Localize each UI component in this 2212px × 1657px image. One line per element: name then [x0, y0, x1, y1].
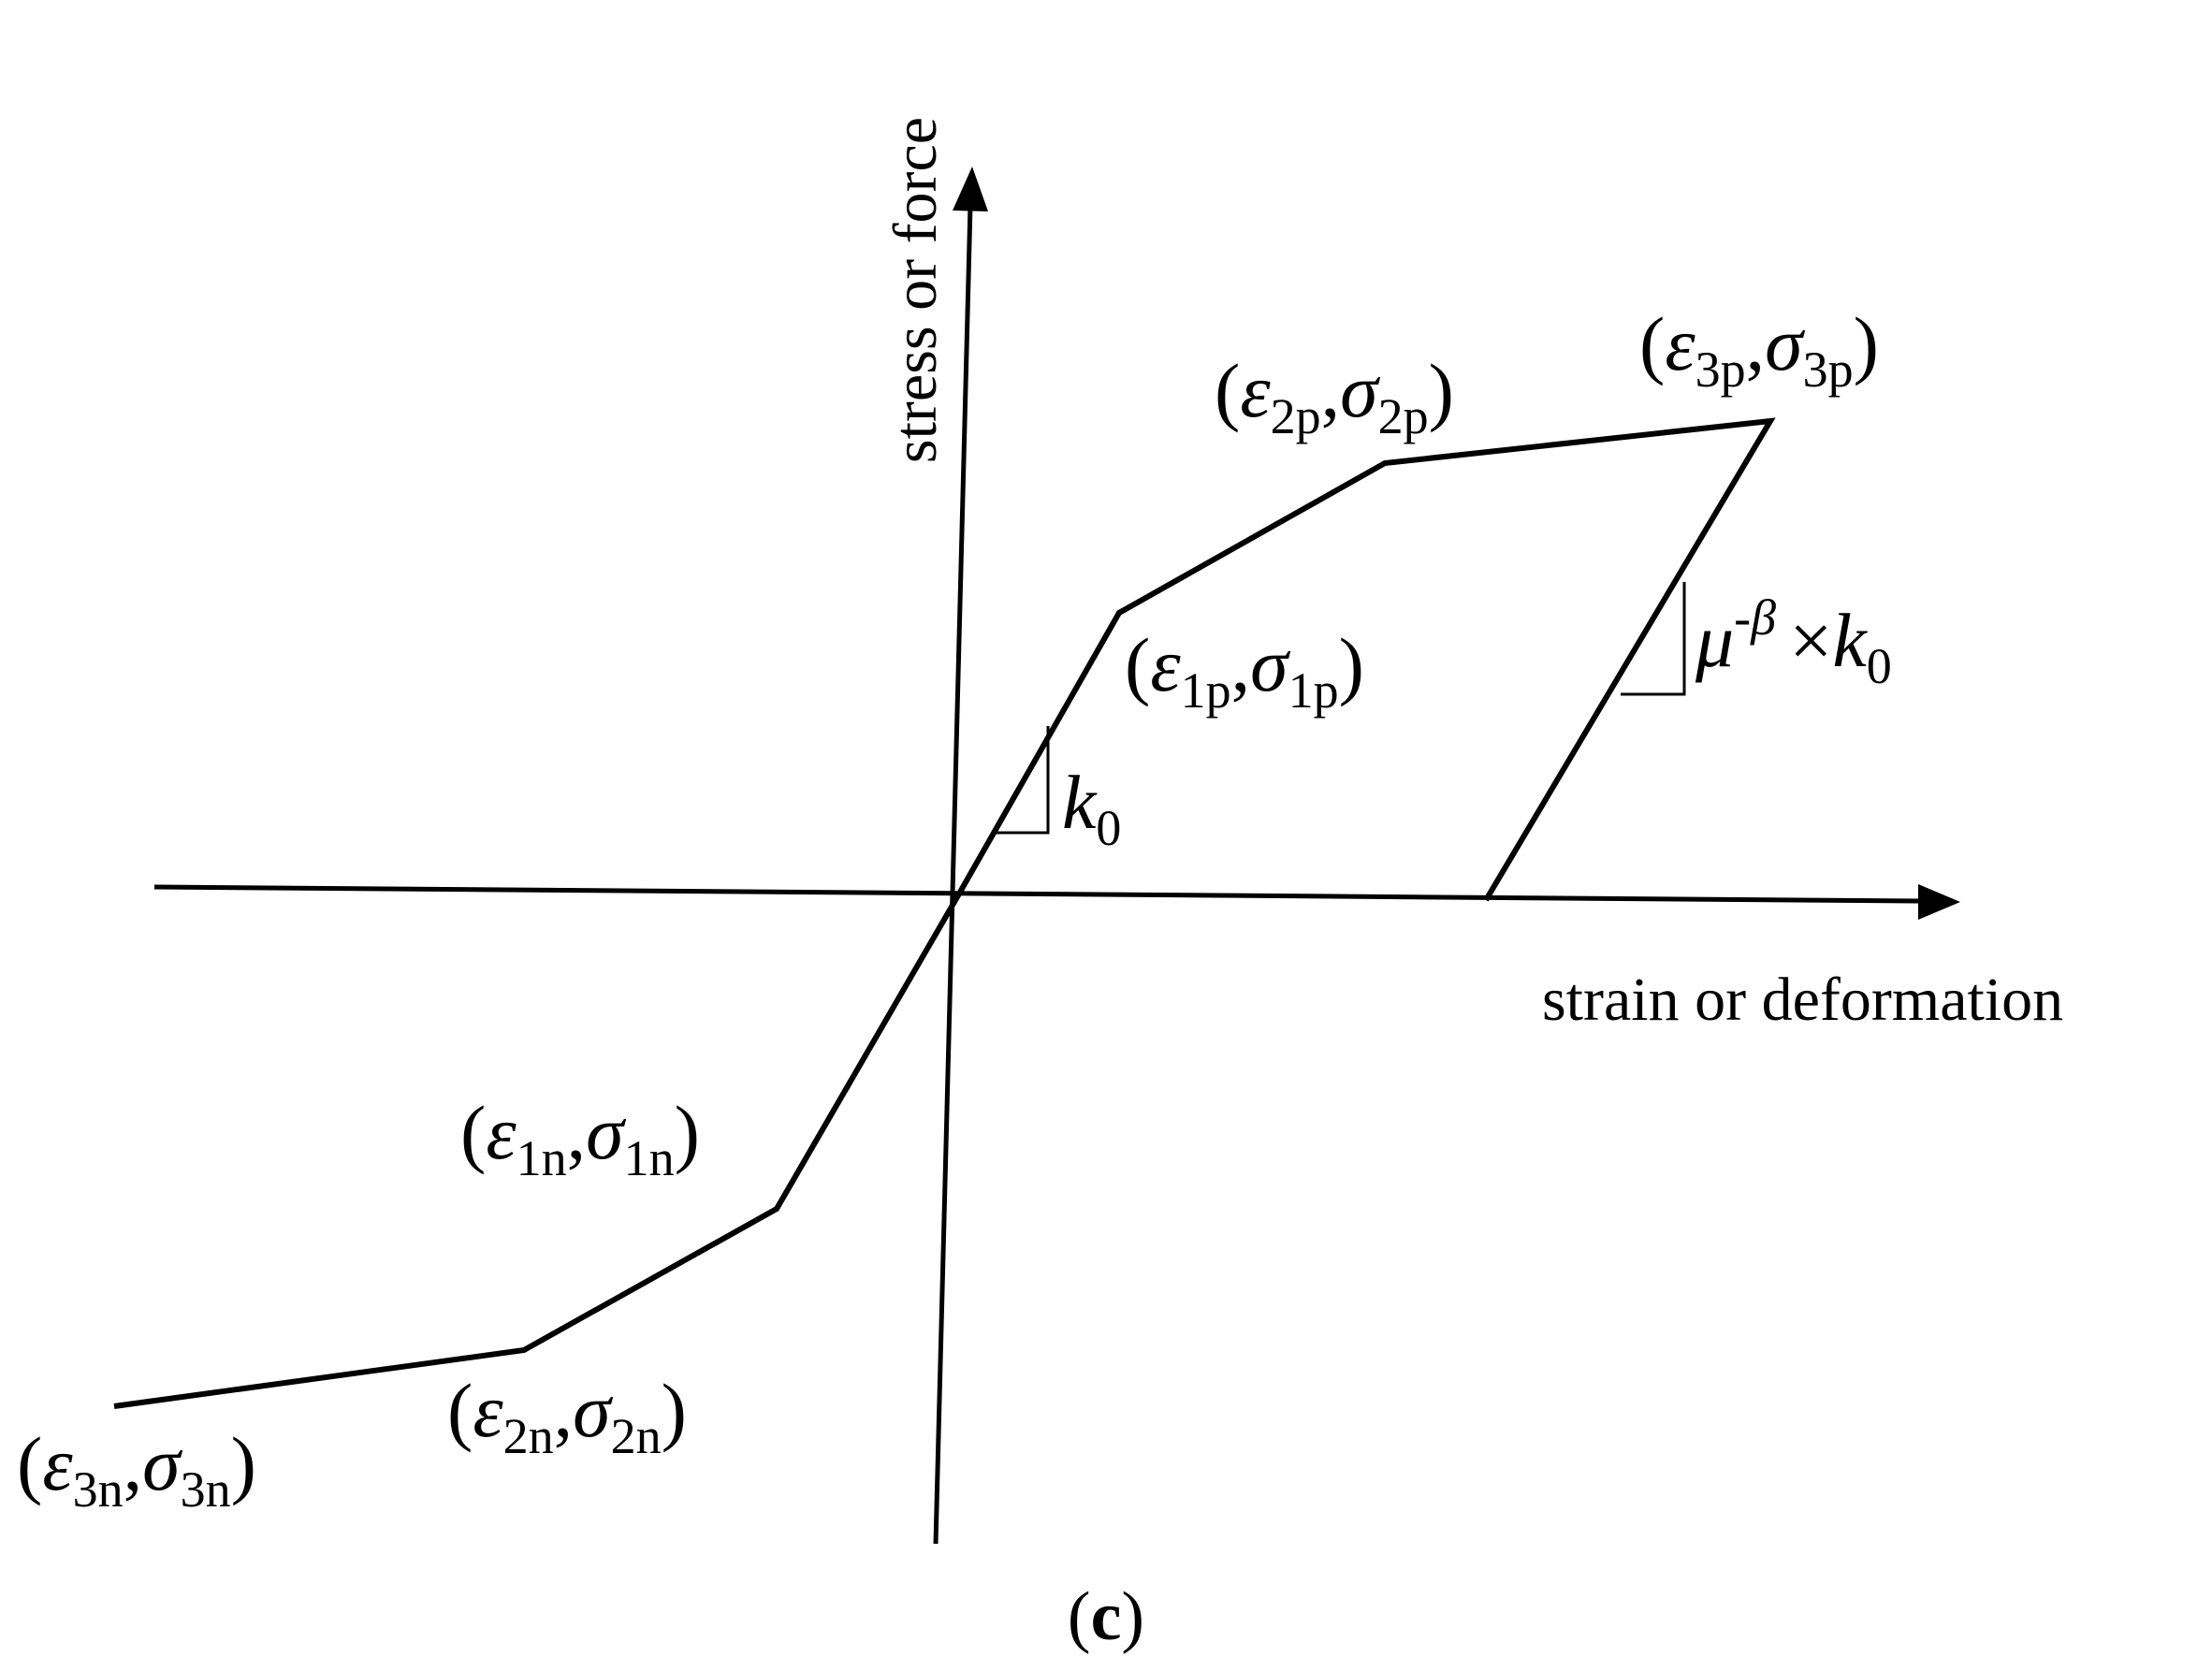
- unloading-stiffness-triangle: [1621, 582, 1686, 696]
- x-axis-line: [153, 884, 1919, 904]
- point-label-3n: (ε3n,σ3n): [17, 1421, 256, 1518]
- point-label-2n: (ε2n,σ2n): [447, 1368, 687, 1464]
- point-label-2p: (ε2p,σ2p): [1215, 348, 1454, 444]
- unloading-stiffness-label: μ-β×k0: [1695, 589, 1892, 694]
- initial-stiffness-triangle: [992, 726, 1050, 835]
- point-label-1p: (ε1p,σ1p): [1125, 622, 1364, 719]
- figure-caption: (c): [1068, 1578, 1144, 1655]
- point-label-1n: (ε1n,σ1n): [460, 1090, 700, 1186]
- point-label-3p: (ε3p,σ3p): [1639, 301, 1879, 398]
- positive-backbone-curve: [955, 417, 1776, 902]
- x-axis-arrowhead: [1918, 884, 1960, 920]
- x-axis-title: strain or deformation: [1542, 966, 2063, 1034]
- y-axis-arrowhead: [953, 167, 988, 211]
- y-axis-title: stress or force: [881, 117, 950, 463]
- y-axis-line: [933, 205, 973, 1545]
- initial-stiffness-label: k0: [1062, 760, 1121, 856]
- negative-backbone-curve: [113, 894, 961, 1409]
